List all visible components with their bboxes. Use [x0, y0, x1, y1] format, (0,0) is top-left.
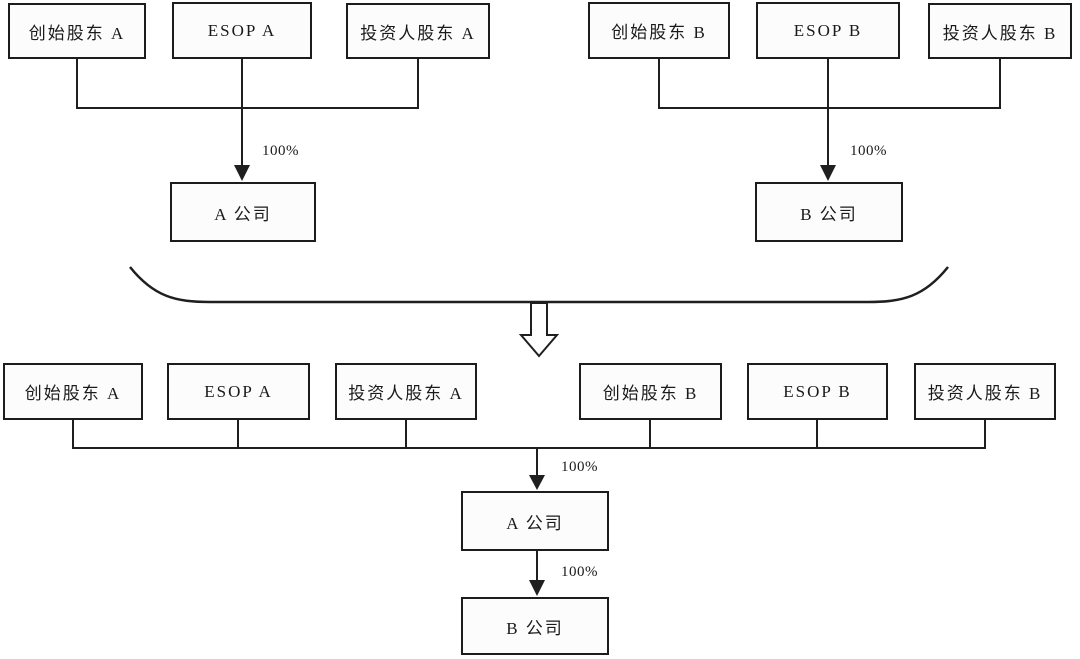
box-company-a-before: A 公司 [170, 182, 316, 242]
box-esop-a-after: ESOP A [167, 363, 310, 420]
box-founder-shareholder-a-before: 创始股东 A [8, 3, 146, 59]
box-company-b-after: B 公司 [461, 597, 609, 655]
box-esop-b-after: ESOP B [747, 363, 888, 420]
hollow-down-arrow-icon [518, 302, 560, 358]
box-investor-shareholder-a-after: 投资人股东 A [335, 363, 477, 420]
ownership-label-a-before: 100% [262, 143, 299, 159]
ownership-label-b-before: 100% [850, 143, 887, 159]
solid-down-arrow-icon [234, 165, 250, 181]
ownership-label-company-a-after: 100% [561, 459, 598, 475]
box-founder-shareholder-b-after: 创始股东 B [579, 363, 722, 420]
box-founder-shareholder-a-after: 创始股东 A [3, 363, 143, 420]
merge-brace-curve [129, 266, 949, 304]
box-esop-a-before: ESOP A [172, 2, 312, 59]
ownership-label-company-b-after: 100% [561, 564, 598, 580]
box-investor-shareholder-b-after: 投资人股东 B [914, 363, 1056, 420]
box-company-a-after: A 公司 [461, 491, 609, 551]
box-investor-shareholder-b-before: 投资人股东 B [928, 3, 1072, 59]
solid-down-arrow-icon [529, 580, 545, 596]
box-investor-shareholder-a-before: 投资人股东 A [346, 3, 490, 59]
solid-down-arrow-icon [820, 165, 836, 181]
solid-down-arrow-icon [529, 475, 545, 490]
box-esop-b-before: ESOP B [756, 2, 900, 59]
box-founder-shareholder-b-before: 创始股东 B [588, 2, 730, 59]
box-company-b-before: B 公司 [755, 182, 903, 242]
